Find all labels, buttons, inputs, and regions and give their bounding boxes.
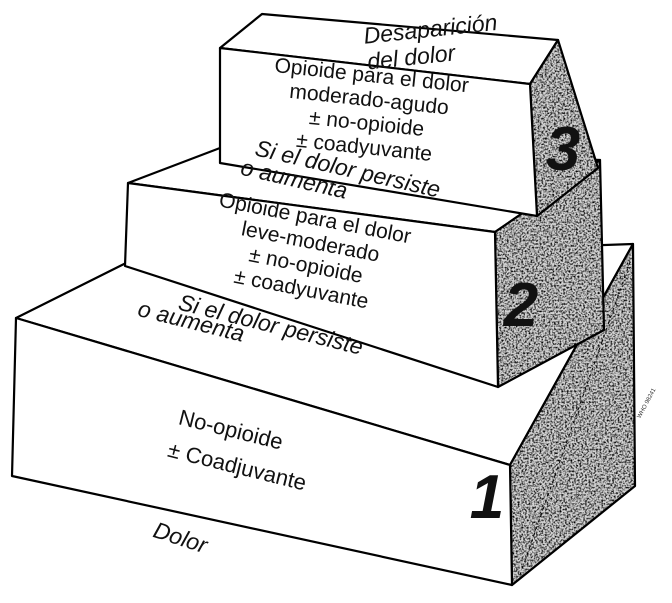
step-3-front-face bbox=[218, 46, 539, 218]
step-2-side-texture bbox=[495, 160, 604, 387]
credit-text: WHO 98241 bbox=[637, 387, 658, 420]
step-3-number: 3 bbox=[546, 115, 580, 184]
start-label: Dolor bbox=[150, 517, 212, 559]
step-1-front-face bbox=[10, 316, 514, 587]
step-2-number: 2 bbox=[503, 271, 538, 340]
step-3-block bbox=[218, 12, 600, 218]
step-3-side-texture bbox=[530, 40, 598, 216]
step-2-front-face bbox=[123, 181, 500, 389]
step-1-number: 1 bbox=[470, 463, 504, 532]
